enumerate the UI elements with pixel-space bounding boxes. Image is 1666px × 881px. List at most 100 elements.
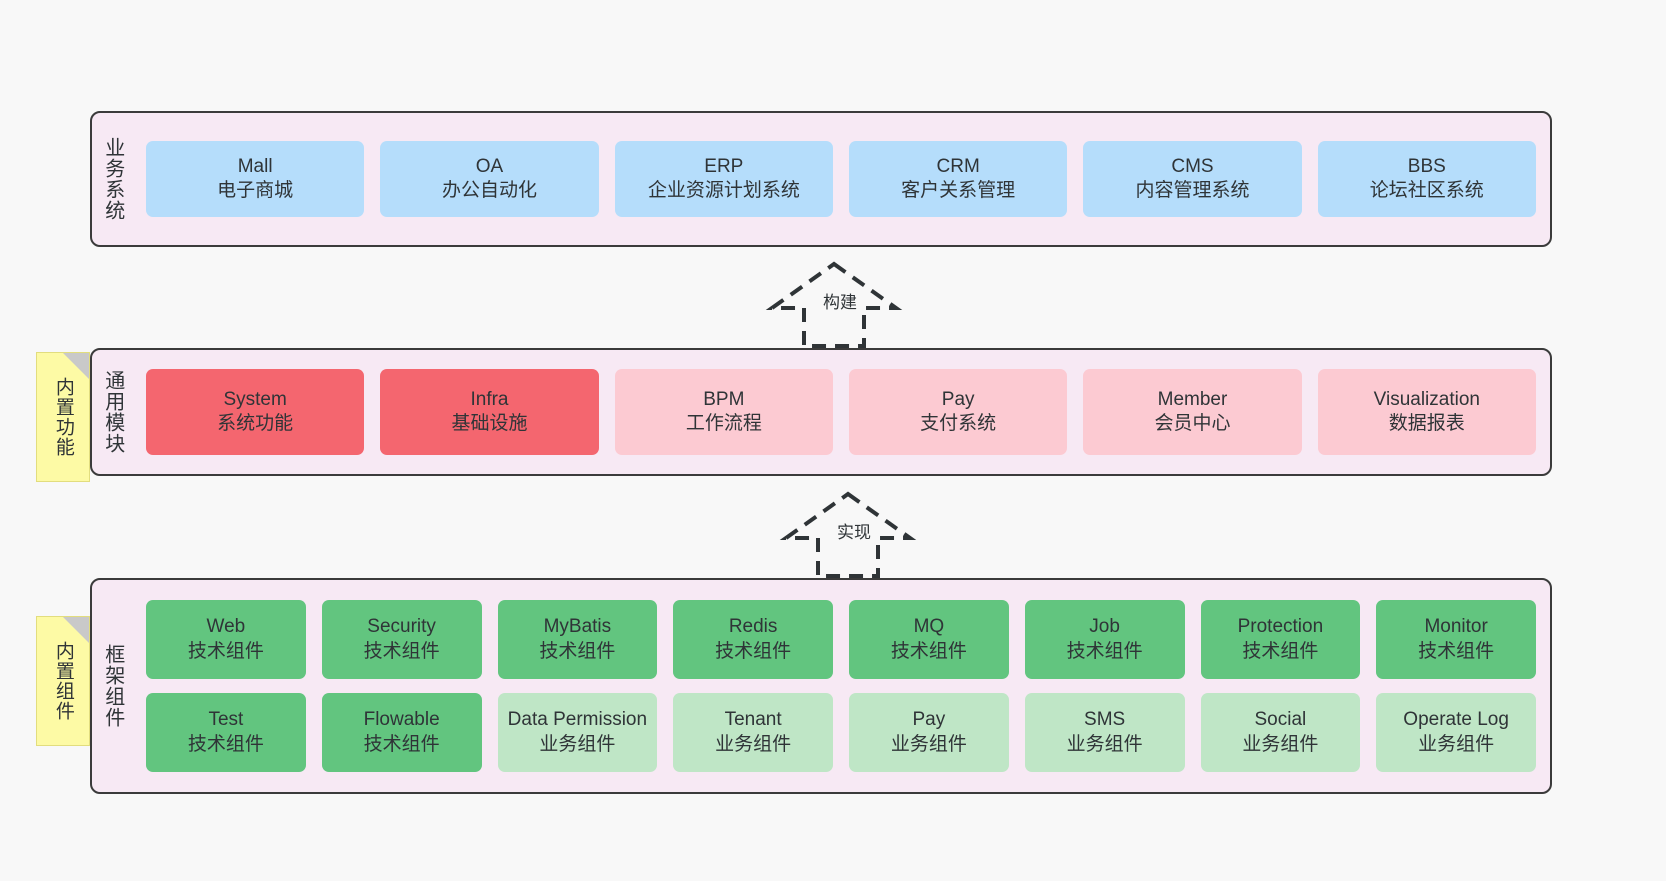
node-title: Social [1254,709,1307,731]
node-title: Web [206,616,246,638]
node-mybatis[interactable]: MyBatis 技术组件 [497,600,658,679]
node-mall[interactable]: Mall 电子商城 [146,141,365,217]
layer-business-systems: 业务系统 Mall 电子商城 OA 办公自动化 ERP 企业资源计划系统 CRM… [90,111,1552,247]
node-social[interactable]: Social 业务组件 [1200,693,1361,772]
node-title: ERP [704,155,744,177]
dashed-generalization-arrow-icon [779,491,917,578]
node-subtitle: 客户关系管理 [901,180,1016,201]
note-fold-icon [63,353,89,379]
node-subtitle: 技术组件 [539,640,616,662]
node-web[interactable]: Web 技术组件 [146,600,306,679]
node-system[interactable]: System 系统功能 [146,369,365,455]
node-crm[interactable]: CRM 客户关系管理 [848,141,1068,217]
node-subtitle: 支付系统 [920,413,997,434]
node-subtitle: 论坛社区系统 [1369,180,1484,201]
node-subtitle: 业务组件 [1242,733,1319,755]
arrow-label-build: 构建 [820,288,860,313]
layer-row: Web 技术组件 Security 技术组件 MyBatis 技术组件 Redi… [146,600,1536,679]
node-title: CRM [936,155,980,177]
node-subtitle: 技术组件 [363,733,440,755]
arrow-implement: 实现 [758,488,938,580]
node-mq[interactable]: MQ 技术组件 [849,600,1009,679]
node-infra[interactable]: Infra 基础设施 [380,369,599,455]
node-subtitle: 基础设施 [451,413,528,434]
layer-title-framework: 框架组件 [101,644,124,728]
node-redis[interactable]: Redis 技术组件 [673,600,833,679]
node-subtitle: 技术组件 [1418,640,1495,662]
node-title: OA [475,155,504,177]
node-subtitle: 业务组件 [539,733,616,755]
arrow-build: 构建 [744,258,924,350]
layer-body-common: System 系统功能 Infra 基础设施 BPM 工作流程 Pay 支付系统… [132,350,1550,474]
note-builtin-features: 内置功能 [36,352,90,482]
node-subtitle: 技术组件 [1242,640,1319,662]
node-visualization[interactable]: Visualization 数据报表 [1317,369,1536,455]
node-subtitle: 业务组件 [1066,733,1143,755]
layer-framework-components: 框架组件 Web 技术组件 Security 技术组件 MyBatis 技术组件… [90,578,1552,794]
node-title: Operate Log [1403,709,1509,731]
note-label: 内置功能 [52,377,74,457]
node-subtitle: 业务组件 [1418,733,1495,755]
node-subtitle: 业务组件 [715,733,792,755]
node-monitor[interactable]: Monitor 技术组件 [1376,600,1536,679]
node-sms[interactable]: SMS 业务组件 [1024,693,1185,772]
node-erp[interactable]: ERP 企业资源计划系统 [614,141,833,217]
node-subtitle: 数据报表 [1388,413,1465,434]
node-tenant[interactable]: Tenant 业务组件 [673,693,833,772]
node-title: Flowable [363,709,440,731]
node-bpm[interactable]: BPM 工作流程 [614,369,833,455]
node-title: Pay [941,388,975,410]
node-title: MyBatis [543,616,612,638]
node-title: BBS [1407,155,1446,177]
node-subtitle: 技术组件 [715,640,792,662]
node-subtitle: 技术组件 [363,640,440,662]
node-subtitle: 电子商城 [217,180,294,201]
node-pay[interactable]: Pay 支付系统 [848,369,1068,455]
layer-row: Mall 电子商城 OA 办公自动化 ERP 企业资源计划系统 CRM 客户关系… [146,141,1536,217]
node-oa[interactable]: OA 办公自动化 [380,141,599,217]
node-cms[interactable]: CMS 内容管理系统 [1083,141,1302,217]
node-title: Data Permission [507,709,648,731]
node-subtitle: 办公自动化 [441,180,537,201]
node-subtitle: 工作流程 [685,413,762,434]
node-title: Redis [728,616,778,638]
node-subtitle: 内容管理系统 [1135,180,1250,201]
node-subtitle: 技术组件 [1066,640,1143,662]
node-pay-business[interactable]: Pay 业务组件 [849,693,1009,772]
node-title: Visualization [1373,388,1480,410]
node-title: Security [367,616,436,638]
node-bbs[interactable]: BBS 论坛社区系统 [1317,141,1536,217]
node-title: Monitor [1424,616,1488,638]
note-fold-icon [63,617,89,643]
node-flowable[interactable]: Flowable 技术组件 [321,693,482,772]
note-builtin-components: 内置组件 [36,616,90,746]
node-title: CMS [1171,155,1214,177]
node-title: Test [208,709,244,731]
node-data-permission[interactable]: Data Permission 业务组件 [497,693,658,772]
node-protection[interactable]: Protection 技术组件 [1200,600,1361,679]
layer-title-business: 业务系统 [101,137,124,221]
node-subtitle: 系统功能 [217,413,294,434]
layer-row: Test 技术组件 Flowable 技术组件 Data Permission … [146,693,1536,772]
layer-body-framework: Web 技术组件 Security 技术组件 MyBatis 技术组件 Redi… [132,580,1550,792]
node-title: MQ [913,616,945,638]
node-operate-log[interactable]: Operate Log 业务组件 [1376,693,1536,772]
node-security[interactable]: Security 技术组件 [321,600,482,679]
node-job[interactable]: Job 技术组件 [1024,600,1185,679]
node-subtitle: 业务组件 [890,733,967,755]
node-title: Pay [912,709,946,731]
node-title: Mall [237,155,273,177]
node-subtitle: 企业资源计划系统 [647,180,800,201]
layer-common-modules: 通用模块 System 系统功能 Infra 基础设施 BPM 工作流程 Pay… [90,348,1552,476]
node-test[interactable]: Test 技术组件 [146,693,306,772]
dashed-generalization-arrow-icon [765,261,903,348]
node-subtitle: 技术组件 [187,733,264,755]
layer-title-common: 通用模块 [101,370,124,454]
note-label: 内置组件 [52,641,74,721]
node-title: Job [1089,616,1120,638]
node-title: Member [1157,388,1228,410]
node-member[interactable]: Member 会员中心 [1083,369,1302,455]
node-title: BPM [703,388,745,410]
node-title: SMS [1084,709,1126,731]
